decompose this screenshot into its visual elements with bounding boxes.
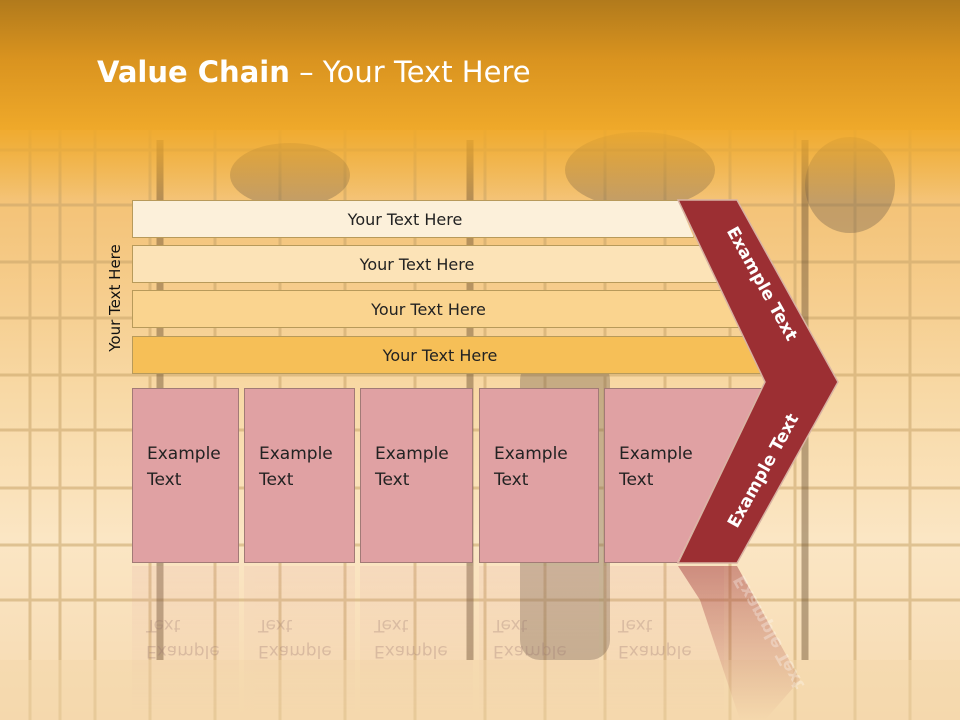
slide-title: Value Chain – Your Text Here xyxy=(97,55,531,89)
support-row-2: Your Text Here xyxy=(132,245,718,283)
chevron-shape xyxy=(676,199,839,564)
support-row-4: Your Text Here xyxy=(132,336,764,374)
support-row-3: Your Text Here xyxy=(132,290,741,328)
support-row-1: Your Text Here xyxy=(132,200,694,238)
chevron-reflection xyxy=(678,566,800,720)
title-bar xyxy=(0,0,960,130)
